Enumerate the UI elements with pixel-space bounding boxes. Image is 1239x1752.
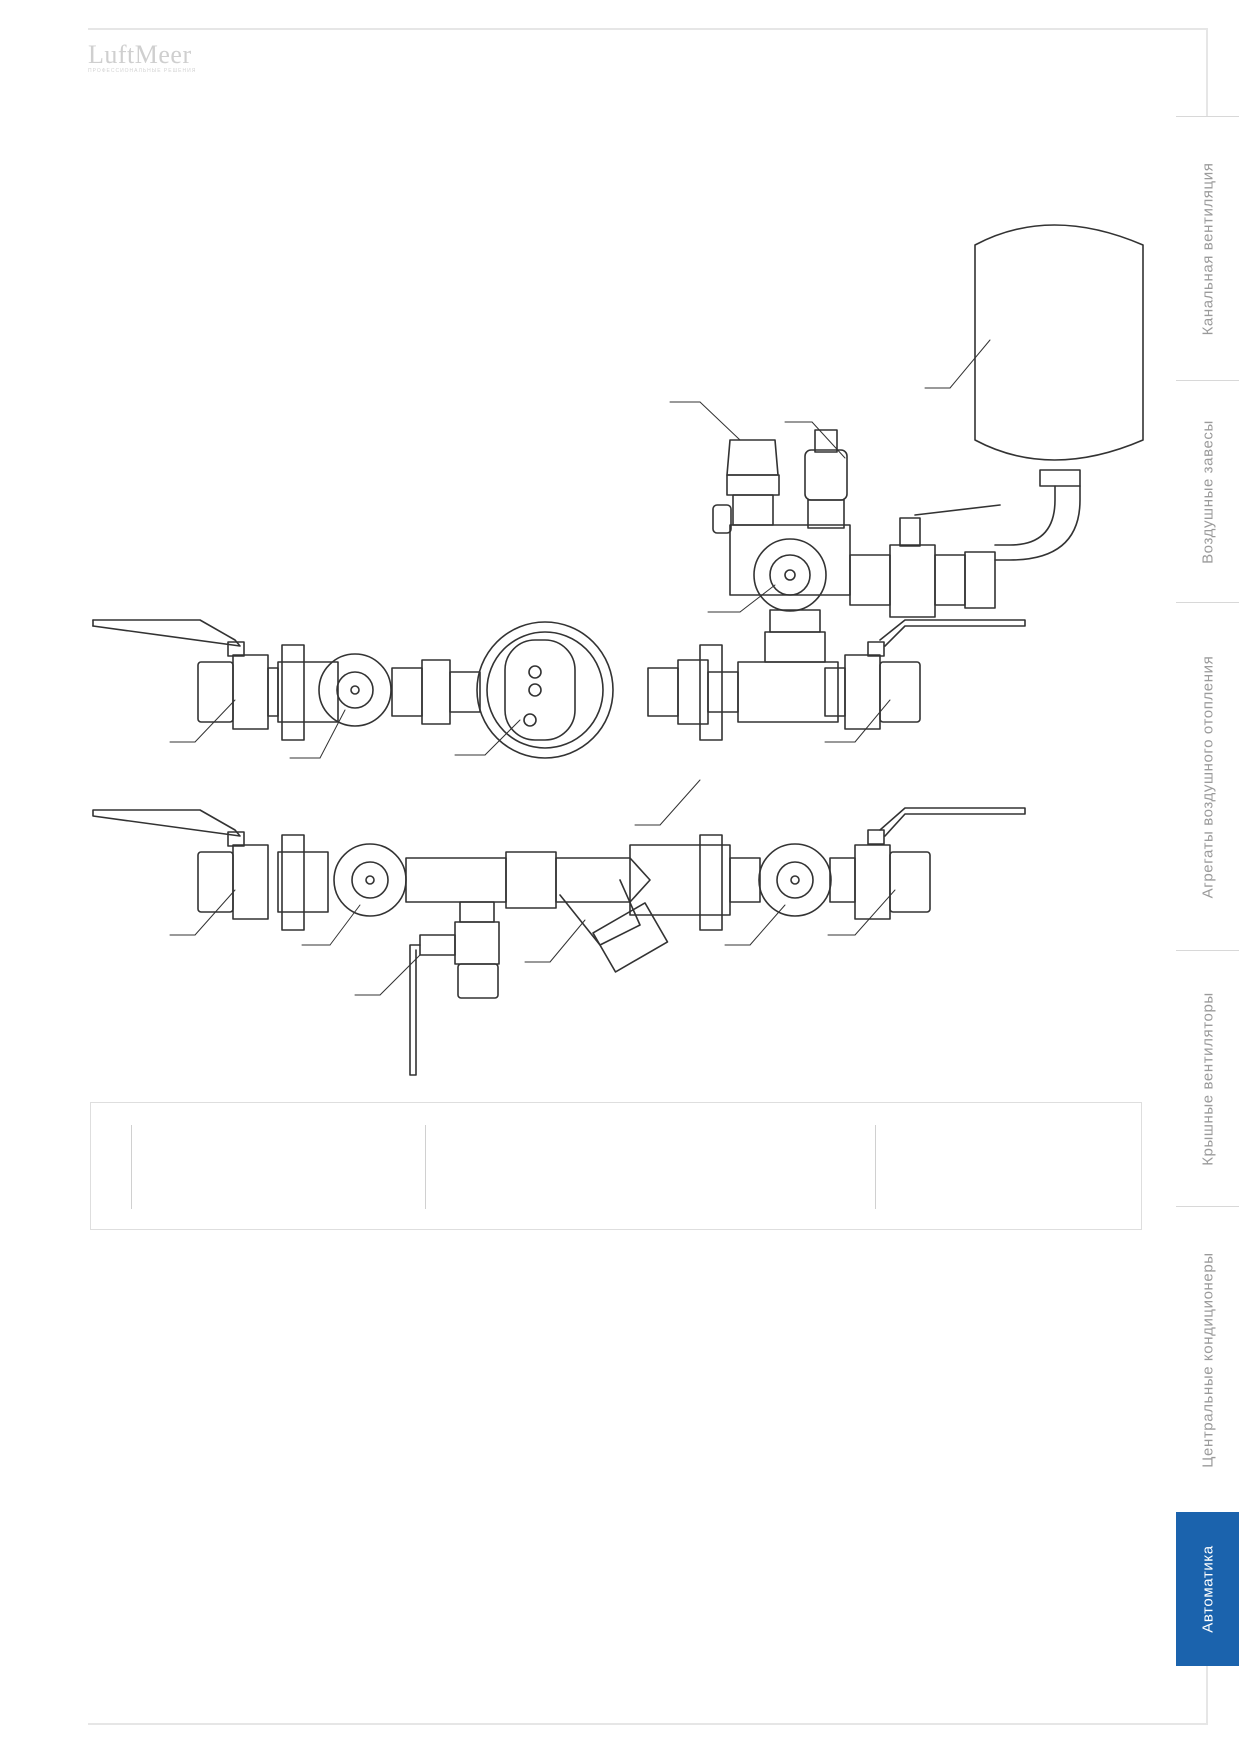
table-column-divider: [131, 1125, 132, 1209]
category-sidebar: Канальная вентиляция Воздушные завесы Аг…: [1176, 116, 1239, 1666]
page-frame-bottom: [88, 1723, 1208, 1725]
spec-table: [90, 1102, 1142, 1230]
tab-duct-ventilation[interactable]: Канальная вентиляция: [1176, 116, 1239, 381]
tab-automation[interactable]: Автоматика: [1176, 1512, 1239, 1666]
table-column-divider: [875, 1125, 876, 1209]
expansion-tank: [924, 224, 1144, 561]
safety-group: [669, 401, 1001, 663]
logo-tagline: ПРОФЕССИОНАЛЬНЫЕ РЕШЕНИЯ: [88, 68, 197, 74]
table-column-divider: [425, 1125, 426, 1209]
brand-logo: LuftMeer ПРОФЕССИОНАЛЬНЫЕ РЕШЕНИЯ: [88, 40, 198, 80]
page-frame-top: [88, 28, 1208, 30]
callout-leaders: [169, 699, 896, 996]
tab-roof-fans[interactable]: Крышные вентиляторы: [1176, 950, 1239, 1207]
tab-air-curtains[interactable]: Воздушные завесы: [1176, 380, 1239, 603]
tab-air-heating-units[interactable]: Агрегаты воздушного отопления: [1176, 602, 1239, 951]
supply-line: [92, 619, 1026, 759]
page-frame-right-bottom: [1206, 1666, 1208, 1724]
return-line: [92, 807, 1026, 1076]
tab-central-air-conditioners[interactable]: Центральные кондиционеры: [1176, 1206, 1239, 1513]
page-frame-right: [1206, 28, 1208, 116]
logo-wordmark: LuftMeer: [88, 40, 192, 69]
